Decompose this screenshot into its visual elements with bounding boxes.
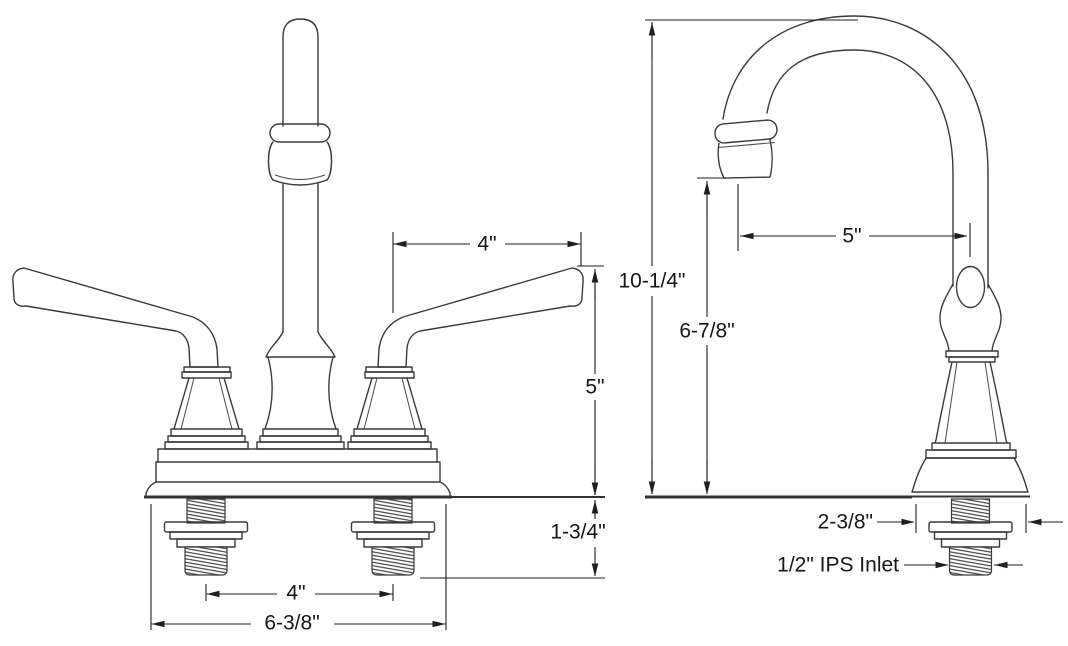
spout-outer-arc xyxy=(722,15,989,174)
front-view xyxy=(12,18,605,579)
dim-spout-height: 6-7/8" xyxy=(679,177,735,495)
body-ball-finial xyxy=(955,265,986,309)
spout-inner-arc xyxy=(766,49,954,174)
dim-handle-height: 5" xyxy=(577,265,605,496)
dim-label-overall-height: 10-1/4" xyxy=(619,270,686,293)
body-cone xyxy=(934,361,1008,444)
dim-label-base-width: 6-3/8" xyxy=(264,612,319,635)
dim-deck-clearance: 1-3/4" xyxy=(550,500,606,577)
left-shank xyxy=(163,498,249,576)
dim-label-hole-centers: 4" xyxy=(286,582,305,605)
dim-base-width: 6-3/8" xyxy=(150,504,447,635)
side-dimensions: 10-1/4" 6-7/8" 5" 2-3/8" 1/2" IPS Inlet xyxy=(619,19,1063,577)
dim-label-handle-height: 5" xyxy=(585,376,604,399)
dim-overall-height: 10-1/4" xyxy=(619,19,858,495)
spout-riser-tube xyxy=(952,172,989,289)
front-spout-column xyxy=(256,18,345,450)
dim-label-spout-reach: 5" xyxy=(842,225,861,248)
spout-barrel xyxy=(267,141,333,186)
dim-base-depth: 2-3/8" xyxy=(818,504,1063,534)
dim-hole-centers: 4" xyxy=(205,582,394,605)
dim-label-inlet: 1/2" IPS Inlet xyxy=(777,554,899,577)
side-shank xyxy=(928,498,1013,576)
dim-spout-reach: 5" xyxy=(737,184,971,257)
left-handle xyxy=(12,267,249,450)
dim-label-deck-clearance: 1-3/4" xyxy=(550,521,605,544)
bell-base xyxy=(911,457,1029,493)
dim-inlet: 1/2" IPS Inlet xyxy=(777,554,1023,577)
dim-label-handle-length: 4" xyxy=(477,233,496,256)
aerator-tip xyxy=(714,119,778,179)
dim-handle-length: 4" xyxy=(392,232,582,313)
right-handle xyxy=(347,267,584,450)
front-dimensions: 4" 5" 1-3/4" 4" 6-3/8" xyxy=(150,232,606,635)
deck-plate xyxy=(144,448,605,499)
spout-collar xyxy=(269,123,331,143)
body-drapes xyxy=(939,283,1002,352)
dim-label-base-depth: 2-3/8" xyxy=(818,511,873,534)
right-shank xyxy=(350,498,436,576)
dim-label-spout-height: 6-7/8" xyxy=(679,320,734,343)
side-view xyxy=(645,15,1030,576)
